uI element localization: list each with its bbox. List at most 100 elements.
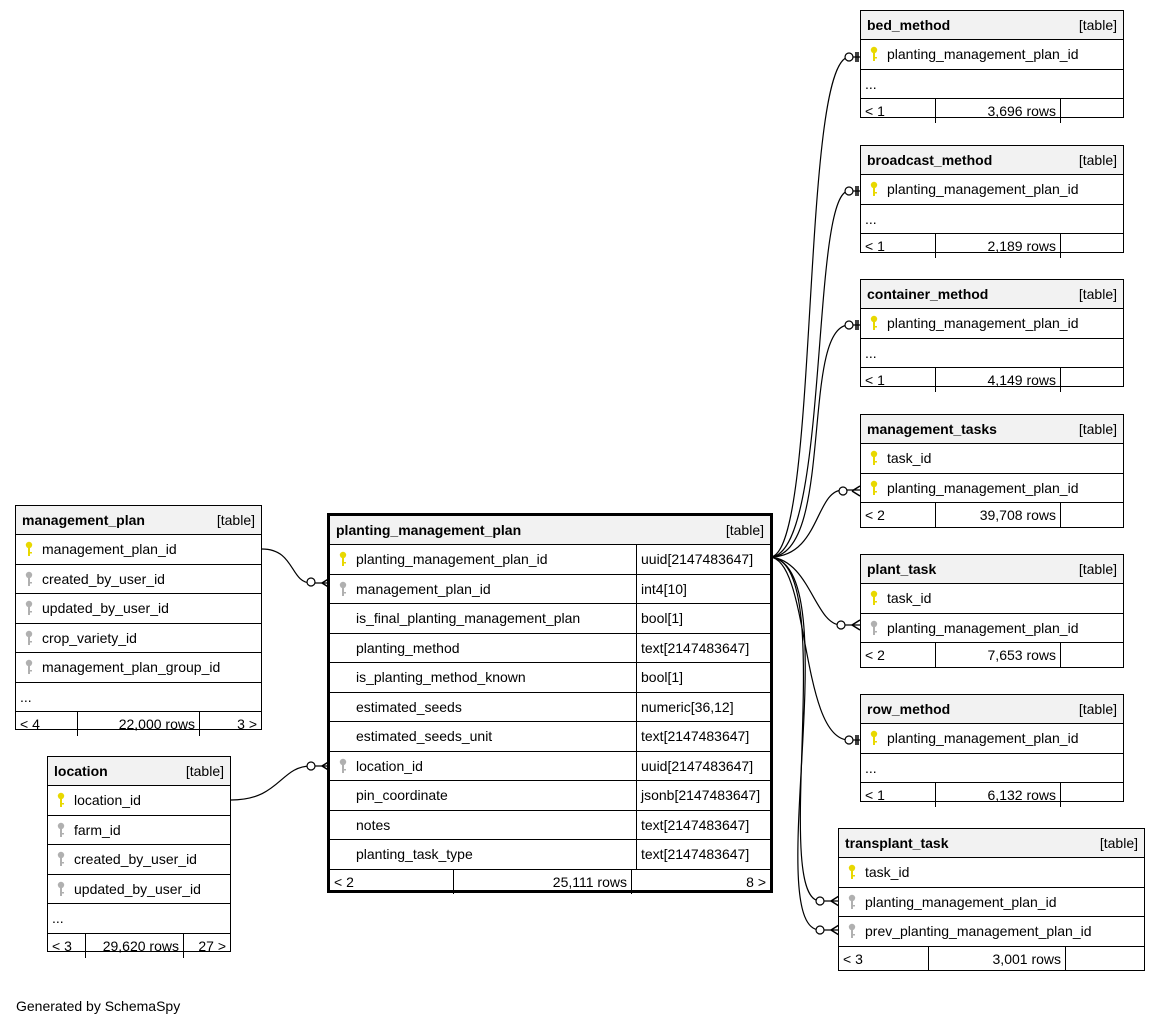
children-count[interactable] — [1061, 99, 1123, 123]
ellipsis: ... — [52, 910, 64, 927]
generated-by-footer: Generated by SchemaSpy — [16, 998, 181, 1014]
primary-key-icon — [865, 450, 883, 466]
edge-marker — [838, 486, 848, 496]
primary-key-icon — [20, 541, 38, 557]
parents-count[interactable]: < 1 — [861, 783, 936, 807]
column-row[interactable]: planting_management_plan_id — [861, 175, 1123, 205]
column-type: numeric[36,12] — [636, 692, 770, 721]
children-count[interactable] — [1066, 947, 1144, 971]
column-row[interactable]: management_plan_group_id — [16, 653, 261, 683]
foreign-key-icon — [865, 620, 883, 636]
column-row[interactable]: updated_by_user_id — [48, 875, 230, 904]
table-kind: [table] — [1078, 701, 1117, 717]
table-name: location — [54, 763, 108, 779]
parents-count[interactable]: < 3 — [839, 946, 929, 971]
parents-count[interactable]: < 2 — [861, 503, 936, 527]
column-name: management_plan_id — [356, 580, 491, 597]
children-count[interactable]: 3 > — [237, 716, 257, 732]
column-row[interactable]: location_id — [48, 786, 230, 816]
column-row[interactable]: task_id — [861, 584, 1123, 614]
edge-marker — [844, 186, 854, 196]
column-row[interactable]: planting_management_plan_id — [861, 309, 1123, 339]
column-row[interactable]: planting_management_plan_id — [861, 40, 1123, 70]
table-bed-method[interactable]: bed_method[table]planting_management_pla… — [860, 10, 1124, 123]
parents-count[interactable]: < 1 — [861, 99, 936, 123]
parents-count[interactable]: < 4 — [16, 712, 78, 736]
table-broadcast-method[interactable]: broadcast_method[table]planting_manageme… — [860, 145, 1124, 258]
edge-crowfoot — [851, 619, 861, 631]
row-count: 22,000 rows — [78, 712, 200, 736]
foreign-key-icon — [334, 581, 352, 597]
table-planting-management-plan[interactable]: planting_management_plan[table]planting_… — [327, 513, 773, 894]
column-row[interactable]: management_plan_id — [16, 535, 261, 565]
column-name: farm_id — [74, 821, 121, 838]
column-row[interactable]: planting_management_plan_id — [861, 614, 1123, 643]
children-count[interactable] — [1061, 643, 1123, 667]
column-row[interactable]: updated_by_user_id — [16, 594, 261, 624]
table-kind: [table] — [1078, 152, 1117, 168]
column-row[interactable]: task_id — [839, 858, 1144, 888]
children-count[interactable]: 8 > — [746, 873, 766, 890]
column-row[interactable]: task_id — [861, 444, 1123, 474]
table-management-plan[interactable]: management_plan[table]management_plan_id… — [15, 505, 262, 736]
column-name: pin_coordinate — [356, 787, 448, 804]
column-row[interactable]: created_by_user_id — [16, 565, 261, 594]
column-name: notes — [356, 816, 391, 833]
column-name: is_final_planting_management_plan — [356, 610, 581, 627]
parents-count[interactable]: < 2 — [861, 643, 936, 667]
column-row[interactable]: planting_management_plan_id — [839, 888, 1144, 917]
column-row[interactable]: farm_id — [48, 816, 230, 845]
primary-key-icon — [843, 864, 861, 880]
children-count[interactable] — [1061, 234, 1123, 258]
children-count[interactable] — [1061, 783, 1123, 807]
column-row[interactable]: prev_planting_management_plan_id — [839, 917, 1144, 947]
column-row[interactable]: crop_variety_id — [16, 624, 261, 653]
table-row-method[interactable]: row_method[table]planting_management_pla… — [860, 694, 1124, 807]
column-row[interactable]: planting_management_plan_id — [861, 474, 1123, 503]
foreign-key-icon — [20, 659, 38, 675]
column-row[interactable]: planting_management_plan_id — [861, 724, 1123, 754]
column-name: planting_management_plan_id — [865, 893, 1057, 910]
column-row[interactable]: created_by_user_id — [48, 845, 230, 875]
foreign-key-icon — [843, 923, 861, 939]
table-container-method[interactable]: container_method[table]planting_manageme… — [860, 279, 1124, 392]
table-kind: [table] — [185, 763, 224, 779]
parents-count[interactable]: < 1 — [861, 234, 936, 258]
edge-bar — [855, 735, 859, 745]
children-count[interactable] — [1061, 368, 1123, 392]
parents-count[interactable]: < 2 — [330, 869, 454, 894]
primary-key-icon — [865, 46, 883, 62]
edge-location — [230, 765, 330, 801]
row-count: 6,132 rows — [936, 783, 1061, 807]
column-name: updated_by_user_id — [42, 600, 169, 617]
table-name: management_tasks — [867, 421, 997, 437]
column-name: planting_management_plan_id — [887, 181, 1079, 198]
children-count[interactable] — [1061, 503, 1123, 527]
edge-bar — [855, 320, 859, 330]
edge-management-plan — [261, 548, 330, 584]
parents-count[interactable]: < 3 — [48, 933, 86, 958]
parents-count[interactable]: < 1 — [861, 368, 936, 392]
table-header: management_plan[table] — [16, 506, 261, 535]
row-count: 39,708 rows — [936, 503, 1061, 527]
column-name: management_plan_group_id — [42, 659, 221, 676]
children-count[interactable]: 27 > — [198, 937, 226, 954]
